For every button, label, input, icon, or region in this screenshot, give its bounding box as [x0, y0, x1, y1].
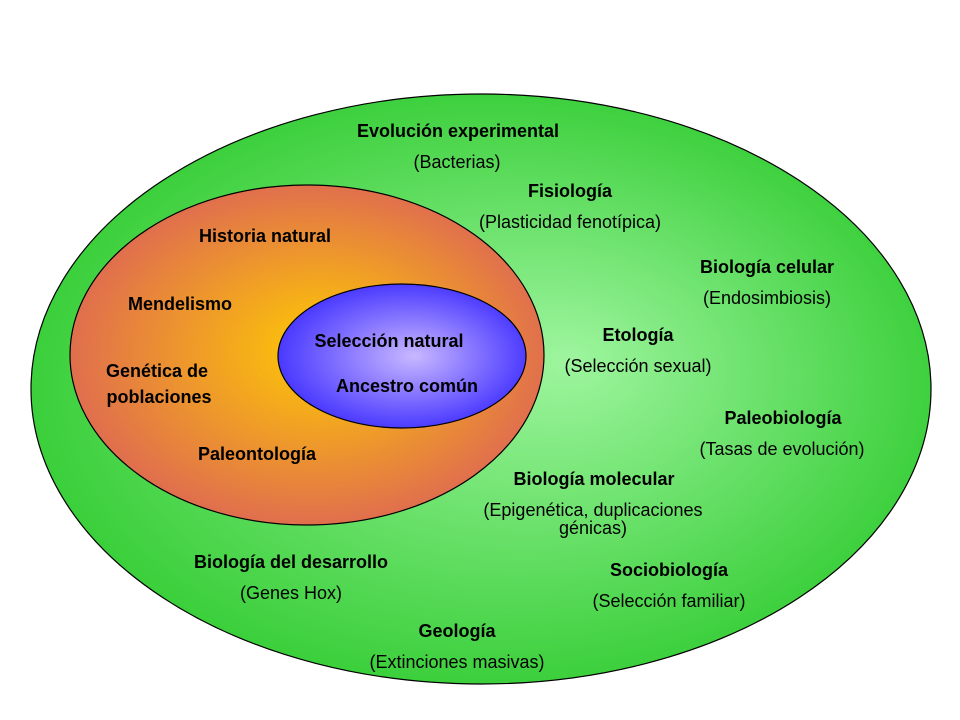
label-biologia-celular: Biología celular	[700, 257, 834, 277]
label-endosimbiosis: (Endosimbiosis)	[703, 288, 831, 308]
label-bacterias: (Bacterias)	[413, 152, 500, 172]
label-paleontologia: Paleontología	[198, 444, 317, 464]
label-epigenetica-duplicaciones: (Epigenética, duplicaciones	[483, 500, 702, 520]
label-sociobiologia: Sociobiología	[610, 560, 729, 580]
label-seleccion-sexual: (Selección sexual)	[564, 356, 711, 376]
label-plasticidad-fenotipica: (Plasticidad fenotípica)	[479, 212, 661, 232]
label-genetica-poblaciones-2: poblaciones	[106, 387, 211, 407]
label-seleccion-familiar: (Selección familiar)	[592, 591, 745, 611]
label-seleccion-natural: Selección natural	[314, 331, 463, 351]
label-genetica-poblaciones-1: Genética de	[106, 361, 208, 381]
label-mendelismo: Mendelismo	[128, 294, 232, 314]
label-fisiologia: Fisiología	[528, 181, 613, 201]
label-tasas-de-evolucion: (Tasas de evolución)	[699, 439, 864, 459]
label-extinciones-masivas: (Extinciones masivas)	[369, 652, 544, 672]
label-ancestro-comun: Ancestro común	[336, 376, 478, 396]
label-evolucion-experimental: Evolución experimental	[357, 121, 559, 141]
label-genicas: génicas)	[559, 518, 627, 538]
label-biologia-molecular: Biología molecular	[513, 469, 674, 489]
label-paleobiologia: Paleobiología	[724, 408, 842, 428]
label-geologia: Geología	[418, 621, 496, 641]
label-biologia-del-desarrollo: Biología del desarrollo	[194, 552, 388, 572]
inner-ellipse-darwinism	[277, 283, 527, 429]
label-genes-hox: (Genes Hox)	[240, 583, 342, 603]
label-etologia: Etología	[603, 325, 675, 345]
label-historia-natural: Historia natural	[199, 226, 331, 246]
